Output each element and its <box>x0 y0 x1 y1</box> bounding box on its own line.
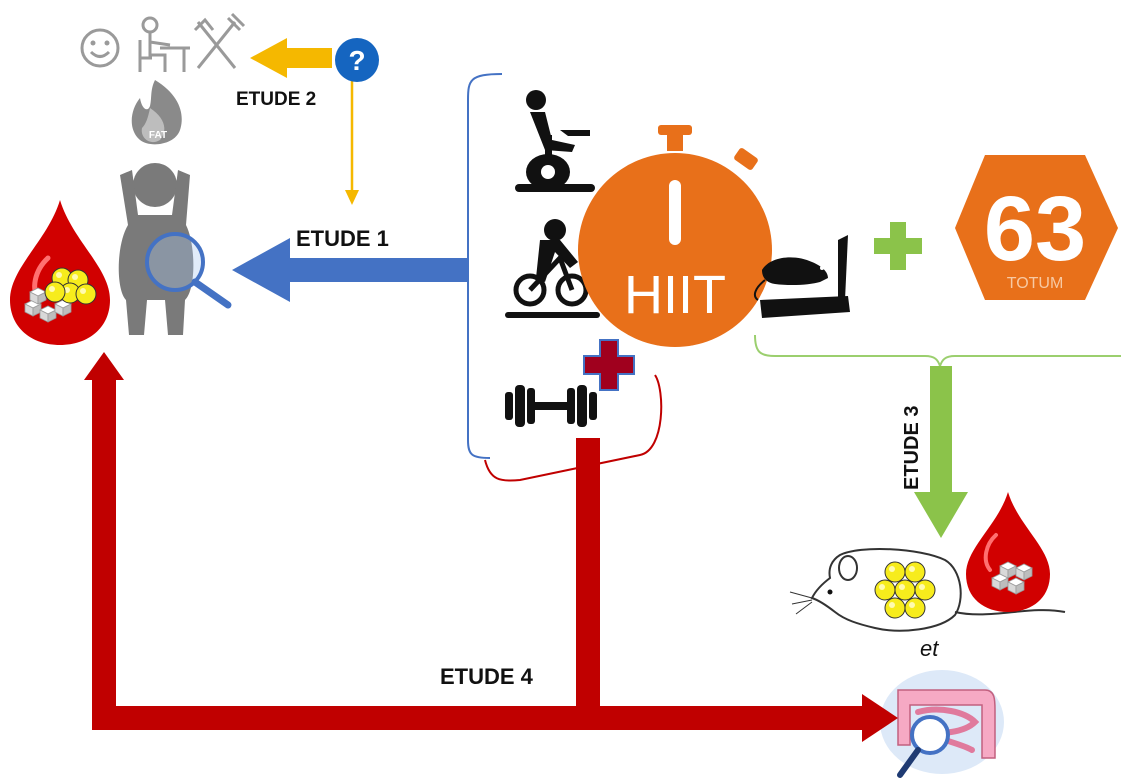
red-plus-icon <box>583 339 635 391</box>
blood-drop-icon <box>10 200 110 345</box>
question-icon: ? <box>335 38 379 82</box>
green-plus-icon <box>874 222 922 270</box>
fat-flame-icon: FAT <box>131 80 182 145</box>
totum-hexagon-icon: 63 TOTUM <box>955 155 1118 300</box>
etude2-arrow <box>250 38 359 205</box>
etude4-label: ETUDE 4 <box>440 664 534 689</box>
desk-person-icon <box>138 16 190 72</box>
magnifier-icon <box>145 232 232 309</box>
rat-icon <box>789 548 1066 632</box>
etude4-arrow <box>84 352 898 742</box>
dumbbell-icon <box>505 385 597 427</box>
etude3-label: ETUDE 3 <box>901 406 923 490</box>
green-bracket <box>754 334 1121 370</box>
blue-bracket <box>467 73 503 459</box>
et-label: et <box>920 636 939 661</box>
treadmill-rat-icon <box>753 235 850 318</box>
etude3-arrow <box>914 366 968 538</box>
question-mark: ? <box>348 45 365 76</box>
red-bracket <box>484 374 663 482</box>
exercise-bike-icon <box>515 90 595 192</box>
totum-name: TOTUM <box>1007 275 1064 292</box>
totum-number: 63 <box>984 178 1086 280</box>
blood-drop-icon <box>966 492 1050 612</box>
stopwatch-icon: HIIT <box>578 125 772 347</box>
person-icon <box>118 163 194 335</box>
utensils-icon <box>193 12 246 69</box>
hiit-label: HIIT <box>624 265 726 325</box>
spin-bike-icon <box>505 219 600 318</box>
intestine-icon <box>880 670 1004 778</box>
etude1-label: ETUDE 1 <box>296 226 389 251</box>
etude2-label: ETUDE 2 <box>236 89 316 110</box>
fat-label: FAT <box>149 130 167 141</box>
etude1-arrow <box>232 238 468 302</box>
smile-icon <box>80 28 120 68</box>
